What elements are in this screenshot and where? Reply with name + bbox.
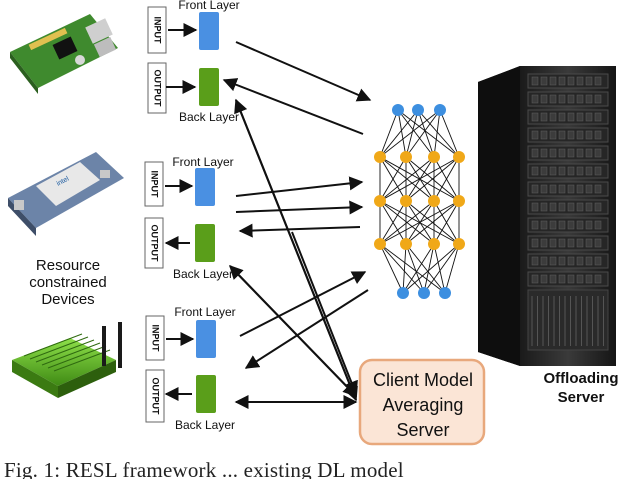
server-label-line-2: Server xyxy=(558,389,605,406)
devices-label: Resource constrained Devices xyxy=(29,257,107,308)
nn-node xyxy=(428,151,440,163)
flow-arrow xyxy=(235,176,364,197)
averaging-label-line-3: Server xyxy=(396,420,449,440)
devices-label-line-2: constrained xyxy=(29,274,107,291)
back-layer-block xyxy=(195,224,215,262)
nn-node xyxy=(374,151,386,163)
front-layer-label: Front Layer xyxy=(172,155,233,169)
client-group-1: INPUT OUTPUT Front Layer Back Layer xyxy=(147,0,240,124)
intel-edison-board-icon: intel xyxy=(8,152,124,236)
flow-arrow xyxy=(291,231,358,396)
devices-label-line-3: Devices xyxy=(41,291,94,308)
back-layer-block xyxy=(196,375,216,413)
back-layer-label: Back Layer xyxy=(175,418,235,432)
nn-node xyxy=(400,238,412,250)
averaging-server-box: Client Model Averaging Server xyxy=(358,358,486,446)
nn-node xyxy=(374,238,386,250)
flow-arrow xyxy=(238,223,361,238)
flow-arrow xyxy=(235,200,364,215)
neural-network-icon xyxy=(374,104,465,299)
figure-caption-text: Fig. 1: RESL framework ... existing DL m… xyxy=(4,458,404,479)
output-label: OUTPUT xyxy=(151,378,161,416)
back-layer-block xyxy=(199,68,219,106)
front-layer-label: Front Layer xyxy=(174,305,235,319)
front-layer-label: Front Layer xyxy=(178,0,239,12)
input-label: INPUT xyxy=(151,325,161,353)
nn-node xyxy=(453,238,465,250)
front-layer-block xyxy=(195,168,215,206)
flow-arrow xyxy=(222,78,364,135)
front-layer-block xyxy=(199,12,219,50)
output-label: OUTPUT xyxy=(150,225,160,263)
flow-arrow xyxy=(235,41,372,102)
flow-arrow xyxy=(234,98,357,401)
nn-node xyxy=(412,104,424,116)
output-label: OUTPUT xyxy=(153,70,163,108)
input-label: INPUT xyxy=(153,17,163,45)
nn-node xyxy=(392,104,404,116)
flow-arrow xyxy=(239,271,367,337)
figure-caption: Fig. 1: RESL framework ... existing DL m… xyxy=(4,446,636,479)
nn-node xyxy=(434,104,446,116)
devices-label-line-1: Resource xyxy=(36,257,100,274)
back-layer-label: Back Layer xyxy=(173,267,233,281)
nn-node xyxy=(374,195,386,207)
nn-node xyxy=(418,287,430,299)
client-group-2: INPUT OUTPUT Front Layer Back Layer xyxy=(144,155,234,281)
nn-node xyxy=(397,287,409,299)
raspberry-pi-board-icon xyxy=(10,14,118,94)
nn-node xyxy=(400,195,412,207)
server-label-line-1: Offloading xyxy=(544,370,619,387)
nn-node xyxy=(428,238,440,250)
nn-node xyxy=(439,287,451,299)
nn-node xyxy=(400,151,412,163)
server-rack-icon xyxy=(478,66,616,366)
server-label: Offloading Server xyxy=(544,370,619,406)
input-box xyxy=(145,315,165,361)
flow-arrow xyxy=(229,264,357,397)
nn-node xyxy=(453,195,465,207)
averaging-label-line-1: Client Model xyxy=(373,370,473,390)
nn-node xyxy=(453,151,465,163)
data-flow-arrows xyxy=(164,23,372,409)
output-box xyxy=(145,369,165,423)
nn-node xyxy=(428,195,440,207)
client-group-3: INPUT OUTPUT Front Layer Back Layer xyxy=(145,305,236,432)
input-label: INPUT xyxy=(150,171,160,199)
front-layer-block xyxy=(196,320,216,358)
back-layer-label: Back Layer xyxy=(179,110,239,124)
averaging-label-line-2: Averaging xyxy=(383,395,464,415)
output-box xyxy=(144,217,164,269)
flow-arrow xyxy=(244,289,369,369)
green-compute-module-icon xyxy=(12,322,122,398)
input-box xyxy=(144,161,164,207)
input-box xyxy=(147,6,167,54)
